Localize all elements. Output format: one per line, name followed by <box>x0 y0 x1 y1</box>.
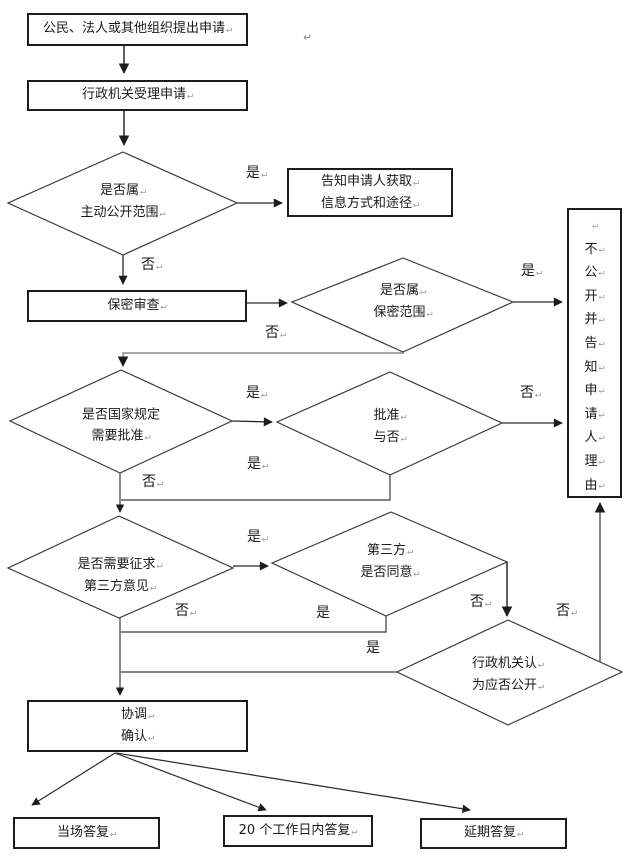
paragraph-mark: ↵ <box>147 732 155 743</box>
paragraph-mark: ↵ <box>225 24 233 35</box>
paragraph-mark: ↵ <box>412 198 420 210</box>
paragraph-mark: ↵ <box>426 308 433 319</box>
paragraph-mark: ↵ <box>303 31 313 44</box>
branch-label-approved-yes: 是↵ <box>247 456 269 472</box>
paragraph-mark: ↵ <box>419 286 427 297</box>
connector-secret-no-to-approvalneeded <box>117 352 404 368</box>
not-disclose-box: ↵ 不↵公↵开↵并↵告↵知↵申↵请↵人↵理↵由↵ <box>567 208 622 498</box>
paragraph-mark: ↵ <box>160 300 167 312</box>
third-party-agree-diamond-label: 第三方↵ 是否同意↵ <box>360 543 420 580</box>
connector-coordinate-to-onspot <box>31 752 116 806</box>
paragraph-mark: ↵ <box>262 460 269 471</box>
branch-label-approvalneeded-no: 否↵ <box>142 474 164 490</box>
inform-box-line1: 告知申请人获取↵ <box>320 173 420 189</box>
paragraph-mark: ↵ <box>156 560 163 571</box>
third-party-diamond-label: 是否需要征求↵ 第三方意见↵ <box>77 557 163 594</box>
paragraph-mark: ↵ <box>485 598 492 609</box>
paragraph-mark: ↵ <box>571 607 578 618</box>
not-disclose-box-label: 不↵公↵开↵并↵告↵知↵申↵请↵人↵理↵由↵ <box>584 241 605 493</box>
branch-label-approvalneeded-yes: 是↵ <box>246 385 268 401</box>
connector-agree-yes-merge <box>121 616 387 633</box>
accept-box-label: 行政机关受理申请↵ <box>81 87 194 102</box>
proactive-diamond-shape <box>6 151 239 256</box>
branch-label-thirdparty-yes: 是↵ <box>247 529 269 545</box>
proactive-diamond-label: 是否属↵ 主动公开范围↵ <box>80 183 166 220</box>
delay-reply-box: 延期答复↵ <box>420 818 567 849</box>
connector-approved-yes-merge <box>121 475 391 501</box>
paragraph-mark: ↵ <box>139 186 147 197</box>
paragraph-mark: ↵ <box>591 220 599 231</box>
paragraph-mark: ↵ <box>400 411 407 422</box>
paragraph-mark: ↵ <box>280 329 287 340</box>
paragraph-mark: ↵ <box>262 533 269 544</box>
paragraph-mark: ↵ <box>157 478 164 489</box>
approved-diamond-label: 批准↵ 与否↵ <box>373 408 407 445</box>
delay-reply-label: 延期答复↵ <box>463 825 524 840</box>
not-disclose-empty-line: ↵ <box>591 214 598 238</box>
connector-coordinate-to-days20 <box>114 752 267 812</box>
review-box-label: 保密审查↵ <box>107 297 167 313</box>
paragraph-mark: ↵ <box>186 90 194 101</box>
paragraph-mark: ↵ <box>537 659 545 670</box>
paragraph-mark: ↵ <box>147 710 155 721</box>
branch-label-proactive-no: 否↵ <box>141 257 163 273</box>
agency-decide-diamond-shape <box>395 619 624 726</box>
branch-label-agree-yes: 是 <box>316 605 330 621</box>
paragraph-mark: ↵ <box>535 389 542 400</box>
paragraph-mark: ↵ <box>190 607 197 618</box>
days20-reply-label: 20 个工作日内答复↵ <box>238 822 358 838</box>
onspot-reply-label: 当场答复↵ <box>56 824 117 840</box>
review-box: 保密审查↵ <box>27 290 247 322</box>
paragraph-mark: ↵ <box>412 176 420 188</box>
inform-box: 告知申请人获取↵ 信息方式和途径↵ <box>287 168 453 217</box>
paragraph-mark: ↵ <box>261 389 268 400</box>
paragraph-mark: ↵ <box>400 433 407 444</box>
connector-approvalneeded-yes-to-approved <box>231 417 273 427</box>
accept-box: 行政机关受理申请↵ <box>27 80 248 111</box>
branch-label-secret-yes: 是↵ <box>521 263 543 279</box>
paragraph-mark: ↵ <box>261 169 268 180</box>
connector-coordinate-to-delay <box>115 752 471 813</box>
branch-label-agencydecide-yes: 是 <box>366 640 380 656</box>
branch-label-approved-no: 否↵ <box>520 385 542 401</box>
inform-box-line2: 信息方式和途径↵ <box>320 195 420 211</box>
branch-label-agencydecide-no: 否↵ <box>556 603 578 619</box>
approved-diamond-shape <box>275 371 504 476</box>
paragraph-mark: ↵ <box>413 568 420 579</box>
coordinate-box-line2: 确认↵ <box>120 729 155 744</box>
paragraph-mark: ↵ <box>516 828 524 839</box>
branch-label-proactive-yes: 是↵ <box>246 165 268 181</box>
branch-label-secret-no: 否↵ <box>265 325 287 341</box>
agency-decide-diamond-label: 行政机关认↵ 为应否公开↵ <box>471 656 545 693</box>
coordinate-box-line1: 协调↵ <box>120 707 155 722</box>
secret-diamond-label: 是否属↵ 保密范围↵ <box>373 283 433 320</box>
paragraph-mark: ↵ <box>351 825 358 837</box>
branch-label-agree-no: 否↵ <box>470 594 492 610</box>
paragraph-mark: ↵ <box>159 208 166 219</box>
branch-label-thirdparty-no: 否↵ <box>175 603 197 619</box>
onspot-reply-box: 当场答复↵ <box>13 817 160 849</box>
paragraph-mark: ↵ <box>537 681 545 692</box>
paragraph-mark: ↵ <box>536 267 543 278</box>
apply-box: 公民、法人或其他组织提出申请↵ <box>27 13 248 46</box>
approval-needed-diamond-label: 是否国家规定 需要批准↵ <box>81 407 161 444</box>
paragraph-mark: ↵ <box>144 431 151 443</box>
paragraph-mark: ↵ <box>406 546 414 557</box>
secret-diamond-shape <box>290 257 515 353</box>
third-party-agree-diamond-shape <box>270 511 509 617</box>
approval-needed-diamond-shape <box>8 369 234 474</box>
third-party-diamond-shape <box>6 515 235 619</box>
days20-reply-box: 20 个工作日内答复↵ <box>223 815 373 847</box>
coordinate-box: 协调↵ 确认↵ <box>27 700 248 752</box>
paragraph-mark: ↵ <box>149 582 157 593</box>
paragraph-mark: ↵ <box>156 261 163 272</box>
paragraph-mark: ↵ <box>109 827 117 839</box>
apply-box-label: 公民、法人或其他组织提出申请↵ <box>42 21 233 36</box>
